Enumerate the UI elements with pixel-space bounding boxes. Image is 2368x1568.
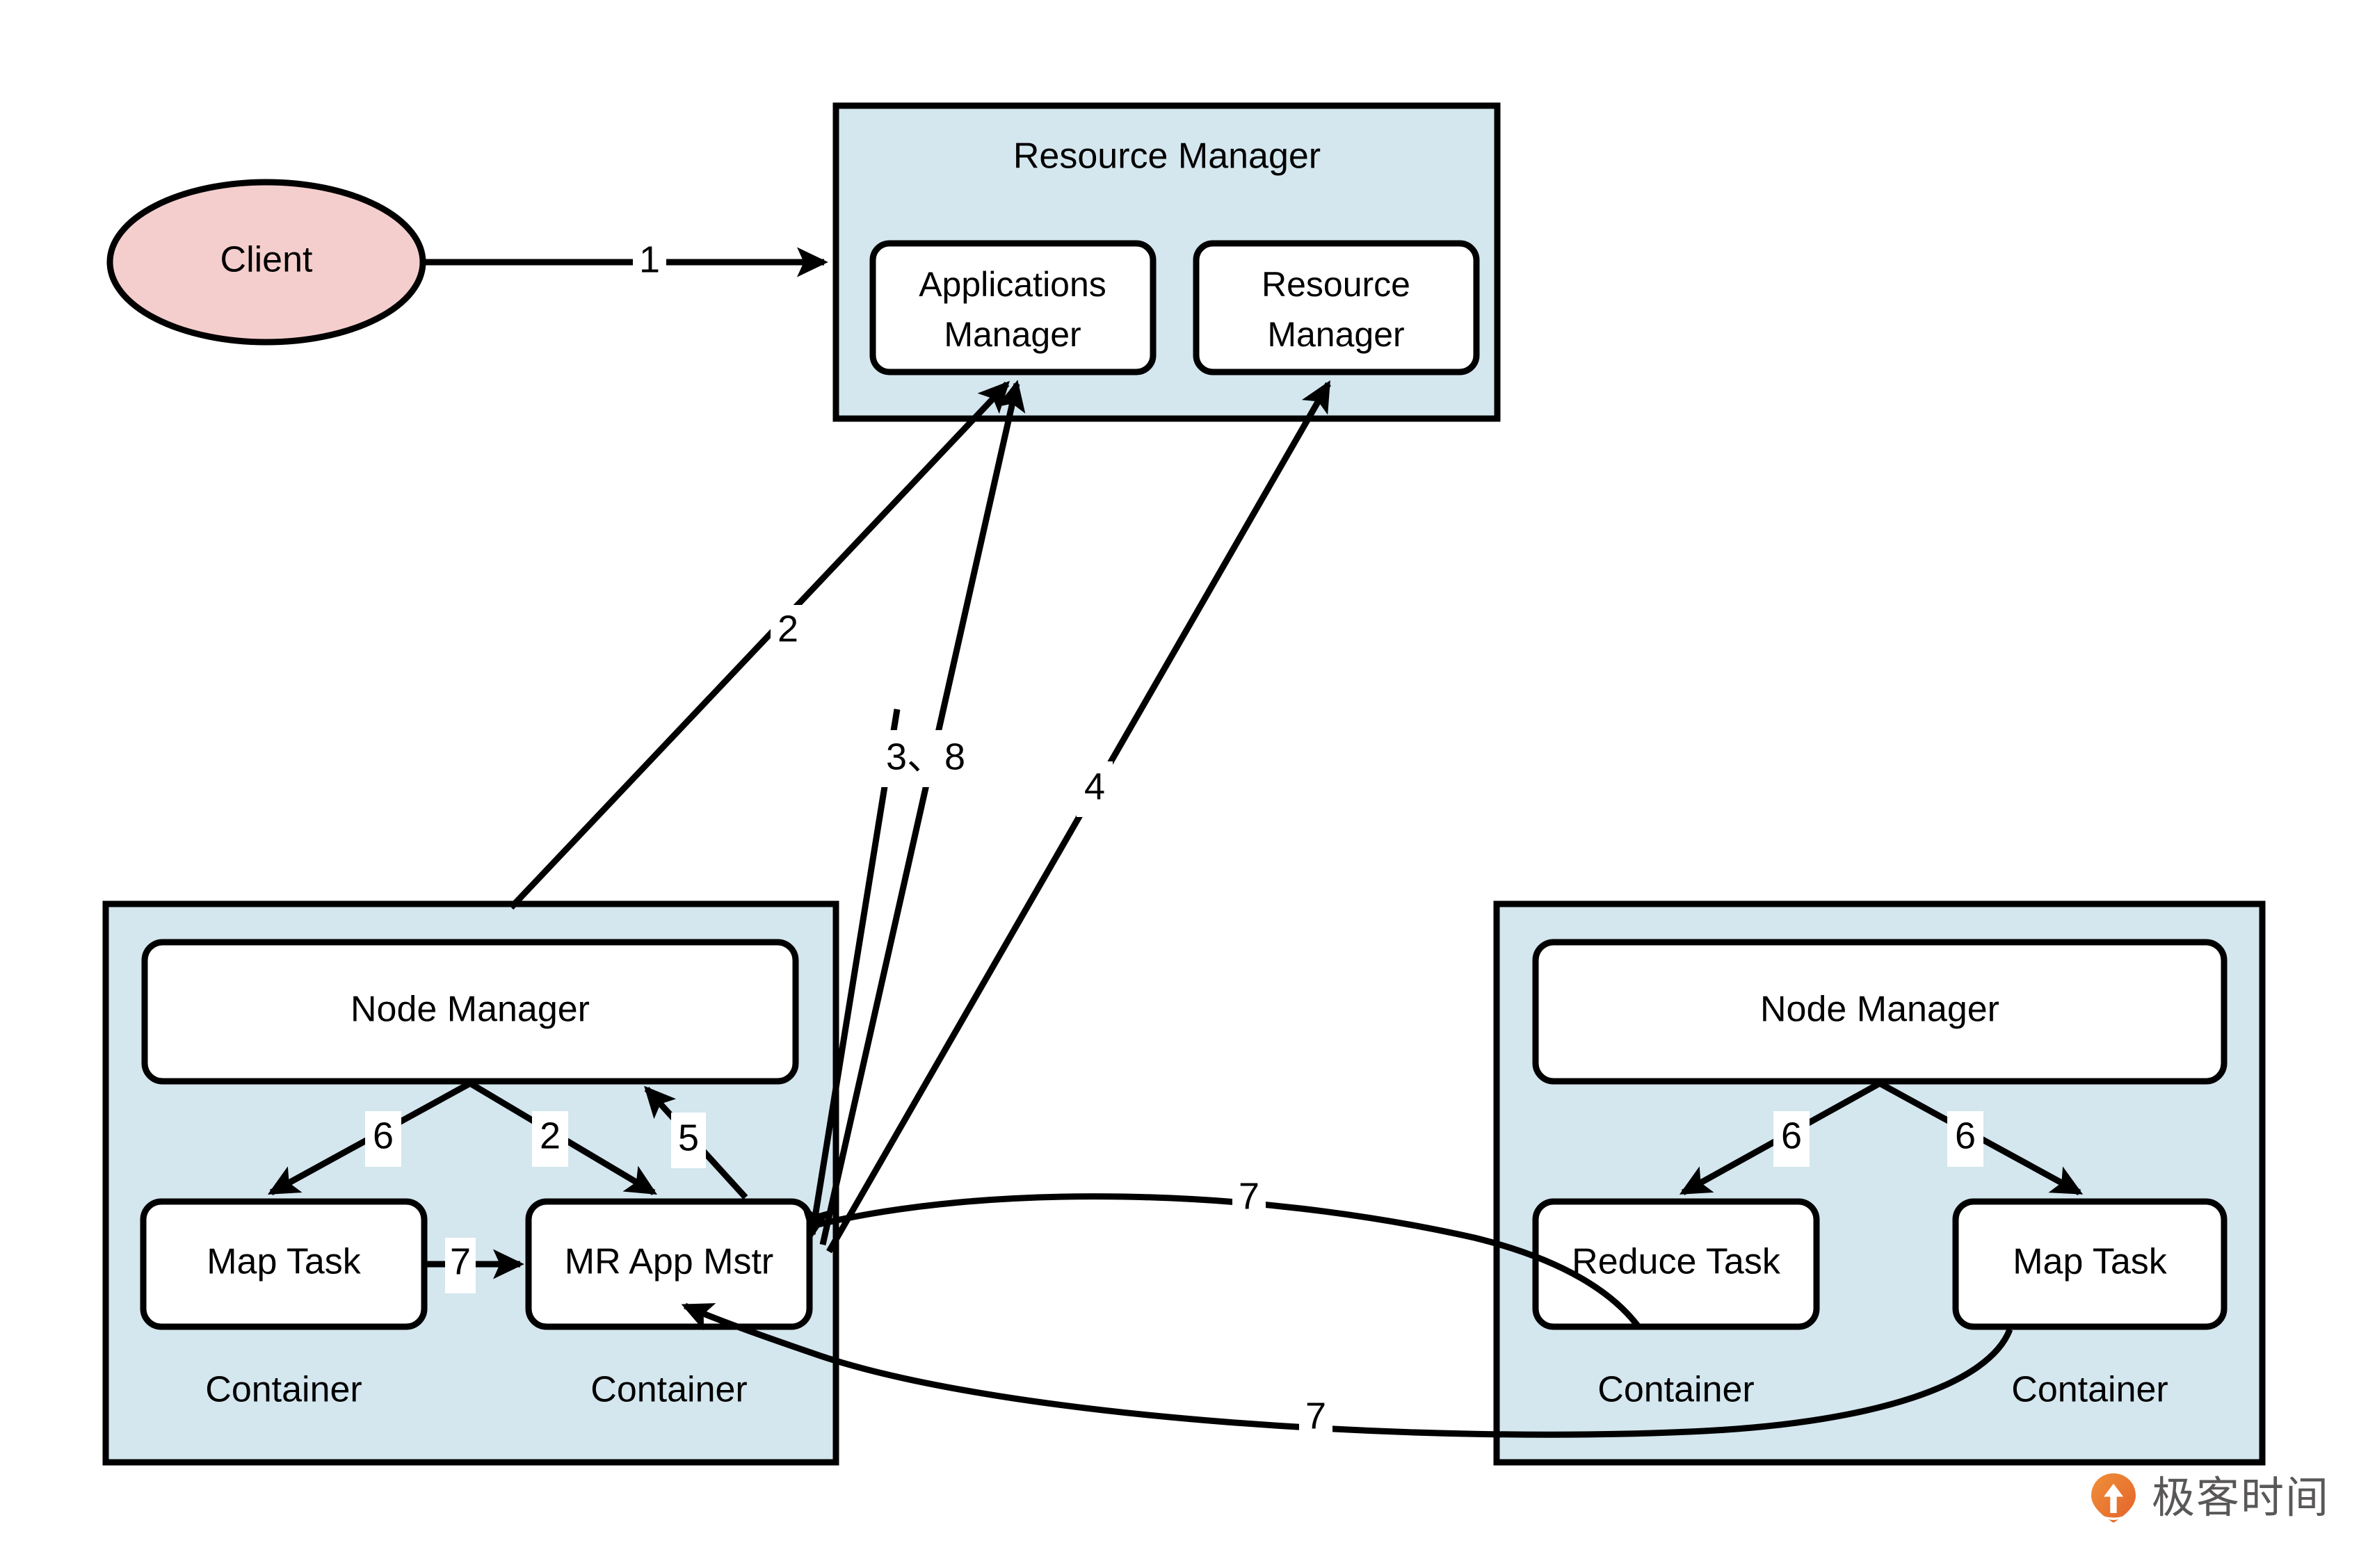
edge-7-lower-label-bg — [1299, 1389, 1332, 1446]
edge-6-map-right-label-bg — [1947, 1111, 1983, 1167]
edge-7-inner-label-bg — [445, 1238, 476, 1293]
geektime-pin-svg — [2091, 1473, 2136, 1523]
resource-manager-group-title: Resource Manager — [1013, 136, 1321, 177]
edge-4-label: 4 — [1084, 766, 1105, 807]
edge-nodemanager-to-maptask-left: 6 — [267, 1081, 472, 1195]
edge-6-left-label-bg — [365, 1111, 401, 1167]
resource-manager-group[interactable]: Resource Manager Applications Manager Re… — [832, 102, 1501, 422]
edge-2-inner-label-bg — [532, 1111, 568, 1167]
resource-manager-inner-node[interactable]: Resource Manager — [1193, 240, 1480, 375]
edge-2-inner-label: 2 — [540, 1115, 561, 1156]
node-manager-left-box — [141, 939, 799, 1085]
watermark-text: 极客时间 — [2152, 1472, 2330, 1523]
edge-4-label-bg — [1077, 761, 1113, 817]
edge-6-reduce-label: 6 — [1781, 1115, 1802, 1156]
node-manager-right-node[interactable]: Node Manager — [1532, 939, 2228, 1085]
map-task-left-label: Map Task — [207, 1242, 362, 1282]
map-task-left-node[interactable]: Map Task — [140, 1198, 428, 1330]
mr-app-mstr-box — [525, 1198, 813, 1330]
node-manager-left-label: Node Manager — [351, 989, 590, 1030]
edge-6-reduce-label-bg — [1773, 1111, 1810, 1167]
client-node[interactable]: Client — [106, 179, 426, 346]
edge-38-label-bg — [860, 730, 992, 787]
container-left-1-label: Container — [205, 1370, 362, 1410]
edge-6-left-label: 6 — [373, 1115, 394, 1156]
container-right-2-label: Container — [2011, 1370, 2168, 1410]
mr-app-mstr-label: MR App Mstr — [565, 1242, 774, 1282]
applications-manager-label-line2: Manager — [944, 315, 1081, 354]
map-task-right-node[interactable]: Map Task — [1952, 1198, 2228, 1330]
edge-1-label: 1 — [639, 239, 660, 280]
edge-2-long-line — [508, 380, 1010, 910]
edge-4-line — [826, 380, 1331, 1254]
resource-manager-inner-label-line2: Manager — [1267, 315, 1404, 354]
edge-38-line — [819, 380, 1026, 1245]
node-manager-right-label: Node Manager — [1760, 989, 1999, 1030]
edge-7-lower-curve — [681, 1302, 2013, 1438]
edge-maptask-to-mrappmstr: 7 — [426, 1238, 524, 1293]
edge-7-lower-label: 7 — [1305, 1395, 1326, 1437]
edge-2-long-label: 2 — [778, 608, 798, 649]
edge-7-upper-label-bg — [1232, 1170, 1266, 1227]
edge-nodemanager-to-maptask-right: 6 — [1878, 1081, 2084, 1195]
container-left-2-label: Container — [590, 1370, 747, 1410]
left-node-group[interactable]: Node Manager Map Task MR App Mstr Contai… — [102, 900, 839, 1466]
map-task-left-box — [140, 1198, 428, 1330]
edge-nodemanager-to-reducetask: 6 — [1679, 1081, 1882, 1195]
geektime-pin-icon — [2086, 1471, 2141, 1525]
edge-1-label-bg — [633, 236, 666, 288]
map-task-right-box — [1952, 1198, 2228, 1330]
container-right-1-label: Container — [1597, 1370, 1754, 1410]
edge-7-upper-curve — [808, 1193, 1641, 1329]
edge-nodemanager-to-mrappmstr: 2 — [468, 1081, 658, 1195]
edge-mrappmstr-to-reducetask: 7 — [808, 1170, 1641, 1329]
reduce-task-node[interactable]: Reduce Task — [1532, 1198, 1820, 1330]
applications-manager-label-line1: Applications — [919, 265, 1106, 304]
edge-mrappmstr-to-nodemanager: 5 — [644, 1085, 748, 1200]
edge-maptask-right-to-mrappmstr: 7 — [681, 1302, 2013, 1446]
applications-manager-box — [869, 240, 1157, 375]
edge-mrappmstr-to-applications-manager — [819, 380, 1026, 1245]
edge-client-to-resource-manager: 1 — [423, 236, 828, 288]
resource-manager-inner-box — [1193, 240, 1480, 375]
node-manager-left-node[interactable]: Node Manager — [141, 939, 799, 1085]
edge-6-map-right-label: 6 — [1955, 1115, 1976, 1156]
map-task-right-label: Map Task — [2013, 1242, 2168, 1282]
edge-38-down-line — [802, 709, 901, 1238]
client-label: Client — [220, 240, 313, 280]
edge-2-long-label-bg — [771, 605, 805, 659]
mr-app-mstr-node[interactable]: MR App Mstr — [525, 1198, 813, 1330]
watermark: 极客时间 — [2086, 1471, 2330, 1525]
edge-5-label: 5 — [678, 1117, 699, 1158]
node-manager-right-box — [1532, 939, 2228, 1085]
edge-5-label-bg — [671, 1113, 706, 1168]
right-node-group[interactable]: Node Manager Reduce Task Map Task Contai… — [1493, 900, 2266, 1466]
edge-nodemanager-to-applications-manager: 2 — [508, 380, 1010, 910]
edge-38-label: 3、8 — [886, 736, 965, 777]
edge-applications-manager-to-mrappmstr: 3、8 — [802, 709, 992, 1238]
reduce-task-label: Reduce Task — [1572, 1242, 1781, 1282]
applications-manager-node[interactable]: Applications Manager — [869, 240, 1157, 375]
edge-7-inner-label: 7 — [450, 1240, 471, 1282]
edge-7-upper-label: 7 — [1239, 1175, 1259, 1217]
resource-manager-inner-label-line1: Resource — [1262, 265, 1410, 304]
edge-mrappmstr-to-resource-manager: 4 — [826, 380, 1331, 1254]
